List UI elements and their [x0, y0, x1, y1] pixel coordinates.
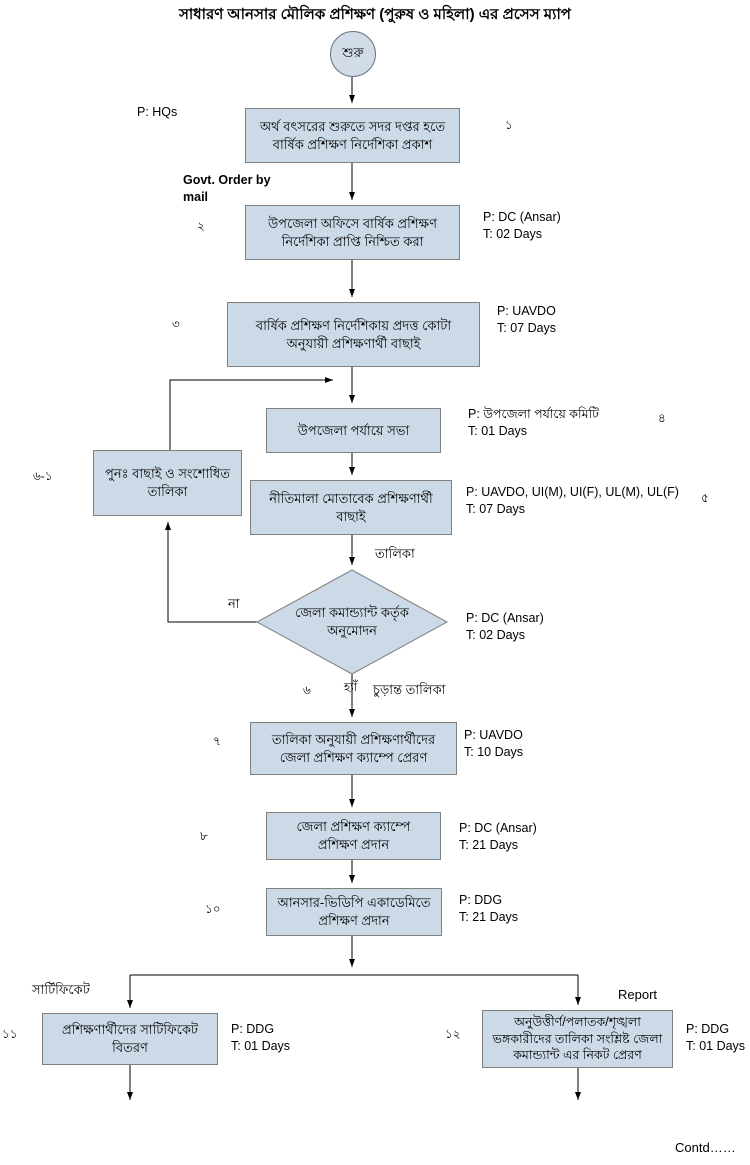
annotation-step-1: P: HQs [137, 104, 177, 121]
step-number-6: ৬ [303, 683, 311, 697]
annotation-p-4: P: উপজেলা পর্যায়ে কমিটি [468, 407, 599, 421]
process-box-5: নীতিমালা মোতাবেক প্রশিক্ষণার্থী বাছাই [250, 480, 452, 535]
annotation-step-10: P: DDG T: 21 Days [459, 892, 518, 926]
contd-label: Contd…… [675, 1140, 736, 1155]
edge-label-yes: হ্যাঁ [344, 680, 358, 694]
annotation-t-7: T: 10 Days [464, 744, 524, 759]
start-node: শুরু [330, 31, 376, 77]
annotation-p-10: P: DDG [459, 893, 503, 907]
annotation-step-12: P: DDG T: 01 Days [686, 1021, 745, 1055]
annotation-step-5: P: UAVDO, UI(M), UI(F), UL(M), UL(F) T: … [466, 484, 679, 518]
edge-label-final-list: চুড়ান্ত তালিকা [373, 682, 446, 697]
decision-diamond [255, 569, 449, 675]
annotation-p-8: P: DC (Ansar) [459, 821, 537, 835]
step-number-4: ৪ [658, 411, 666, 425]
annotation-p-11: P: DDG [231, 1022, 275, 1036]
edge-label-list: তালিকা [375, 546, 415, 561]
step-number-1: ১ [505, 118, 513, 132]
process-box-6-1: পুনঃ বাছাই ও সংশোধিত তালিকা [93, 450, 242, 516]
annotation-t-3: T: 07 Days [497, 320, 557, 335]
step-number-6-1: ৬-১ [33, 469, 53, 483]
process-box-2: উপজেলা অফিসে বার্ষিক প্রশিক্ষণ নির্দেশিক… [245, 205, 460, 260]
edge-label-report: Report [618, 987, 658, 1002]
step-number-5: ৫ [701, 491, 709, 505]
step-number-2: ২ [197, 219, 205, 233]
annotation-p-5: P: UAVDO, UI(M), UI(F), UL(M), UL(F) [466, 485, 679, 499]
process-box-7: তালিকা অনুযায়ী প্রশিক্ষণার্থীদের জেলা প… [250, 722, 457, 775]
process-box-11: প্রশিক্ষণার্থীদের সাটিফিকেট বিতরণ [42, 1013, 218, 1065]
annotation-p-1: P: HQs [137, 105, 178, 119]
annotation-t-10: T: 21 Days [459, 909, 519, 924]
step-number-11: ১১ [2, 1027, 18, 1041]
edge-label-no: না [228, 596, 240, 611]
annotation-p-6: P: DC (Ansar) [466, 611, 544, 625]
annotation-p-2: P: DC (Ansar) [483, 210, 561, 224]
decision-text: জেলা কমান্ড্যান্ট কর্তৃক অনুমোদন [295, 605, 409, 638]
annotation-t-5: T: 07 Days [466, 501, 526, 516]
annotation-step-3: P: UAVDO T: 07 Days [497, 303, 556, 337]
step-number-8: ৮ [200, 829, 208, 843]
annotation-t-4: T: 01 Days [468, 423, 528, 438]
annotation-govt-order: Govt. Order by mail [183, 173, 271, 204]
annotation-t-6: T: 02 Days [466, 627, 526, 642]
page-title: সাধারণ আনসার মৌলিক প্রশিক্ষণ (পুরুষ ও মহ… [179, 6, 571, 23]
annotation-step-2: P: DC (Ansar) T: 02 Days [483, 209, 561, 243]
annotation-t-12: T: 01 Days [686, 1038, 746, 1053]
annotation-step-8: P: DC (Ansar) T: 21 Days [459, 820, 537, 854]
annotation-p-7: P: UAVDO [464, 728, 523, 742]
annotation-p-12: P: DDG [686, 1022, 730, 1036]
step-number-7: ৭ [213, 734, 221, 748]
process-box-4: উপজেলা পর্যায়ে সভা [266, 408, 441, 453]
process-box-3: বার্ষিক প্রশিক্ষণ নির্দেশিকায় প্রদত্ত ক… [227, 302, 480, 367]
process-box-8: জেলা প্রশিক্ষণ ক্যাম্পে প্রশিক্ষণ প্রদান [266, 812, 441, 860]
process-box-12: অনুউত্তীর্ণ/পলাতক/শৃঙ্খলা ভঙ্গকারীদের তা… [482, 1010, 673, 1068]
annotation-t-8: T: 21 Days [459, 837, 519, 852]
step-number-12: ১২ [445, 1027, 461, 1041]
annotation-step-6: P: DC (Ansar) T: 02 Days [466, 610, 544, 644]
edge-label-certificate: সার্টিফিকেট [32, 982, 90, 997]
annotation-t-2: T: 02 Days [483, 226, 543, 241]
step-number-3: ৩ [172, 317, 180, 331]
annotation-step-4: P: উপজেলা পর্যায়ে কমিটি T: 01 Days [468, 406, 599, 440]
process-box-1: অর্থ বৎসরের শুরুতে সদর দপ্তর হতে বার্ষিক… [245, 108, 460, 163]
annotation-t-11: T: 01 Days [231, 1038, 291, 1053]
annotation-p-3: P: UAVDO [497, 304, 556, 318]
annotation-step-11: P: DDG T: 01 Days [231, 1021, 290, 1055]
process-box-10: আনসার-ভিডিপি একাডেমিতে প্রশিক্ষণ প্রদান [266, 888, 442, 936]
start-label: শুরু [342, 44, 364, 60]
annotation-step-7: P: UAVDO T: 10 Days [464, 727, 523, 761]
step-number-10: ১০ [205, 902, 221, 916]
